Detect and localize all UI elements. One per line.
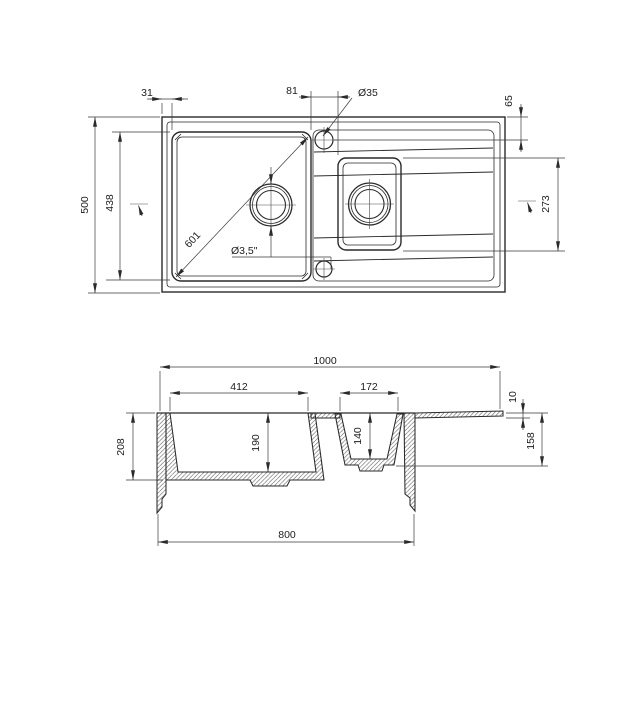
dim-208-label: 208 [115,438,127,456]
sink-outer-edge [161,116,506,293]
dim-81: 81 [286,85,350,155]
small-bowl [337,157,402,251]
dim-190-label: 190 [250,434,262,452]
dim-31: 31 [141,87,188,130]
dim-273-label: 273 [540,195,552,213]
dim-190: 190 [250,412,270,473]
dim-140-label: 140 [352,427,364,445]
drainer-deck-section [414,410,504,419]
small-bowl-section [334,413,404,472]
right-skirt-section [403,412,416,513]
dim-65-label: 65 [503,95,515,107]
dim-drain-diameter: Ø3,5" [231,167,332,269]
dim-438: 438 [104,131,170,281]
dim-o35-label: Ø35 [358,87,378,99]
small-drain [345,179,394,229]
sink-inner-rim [166,121,501,288]
dim-10-label: 10 [507,391,519,403]
dim-drain-label: Ø3,5" [231,245,258,257]
dim-601-label: 601 [182,229,203,250]
main-bowl-section [165,412,325,487]
dim-800-label: 800 [278,529,296,541]
dim-65: 65 [334,95,528,152]
dim-438-label: 438 [104,194,116,212]
left-skirt-section [156,412,167,515]
top-view: 31 81 Ø35 65 273 [79,85,565,294]
dim-140: 140 [352,412,372,460]
dim-158-label: 158 [525,432,537,450]
dim-1000: 1000 [159,355,501,411]
dim-31-label: 31 [141,87,153,99]
section-view: 1000 412 172 10 158 [115,355,548,546]
dim-800: 800 [157,514,415,546]
dim-500: 500 [79,116,160,294]
main-drain [246,180,296,230]
tap-hole-top [311,127,337,153]
dim-412: 412 [169,381,309,411]
dim-412-label: 412 [230,381,248,393]
main-bowl [171,131,312,282]
dim-tap-hole-diameter: Ø35 [322,87,378,137]
drainer-panel [312,129,495,282]
dim-1000-label: 1000 [313,355,337,367]
dim-500-label: 500 [79,196,91,214]
dim-81-label: 81 [286,85,298,97]
dim-172-label: 172 [360,381,378,393]
diagonal-dimension-line [175,136,309,278]
dim-158: 158 [396,412,548,467]
dim-208: 208 [115,412,163,481]
dim-172: 172 [339,381,399,411]
dim-273: 273 [403,157,565,252]
